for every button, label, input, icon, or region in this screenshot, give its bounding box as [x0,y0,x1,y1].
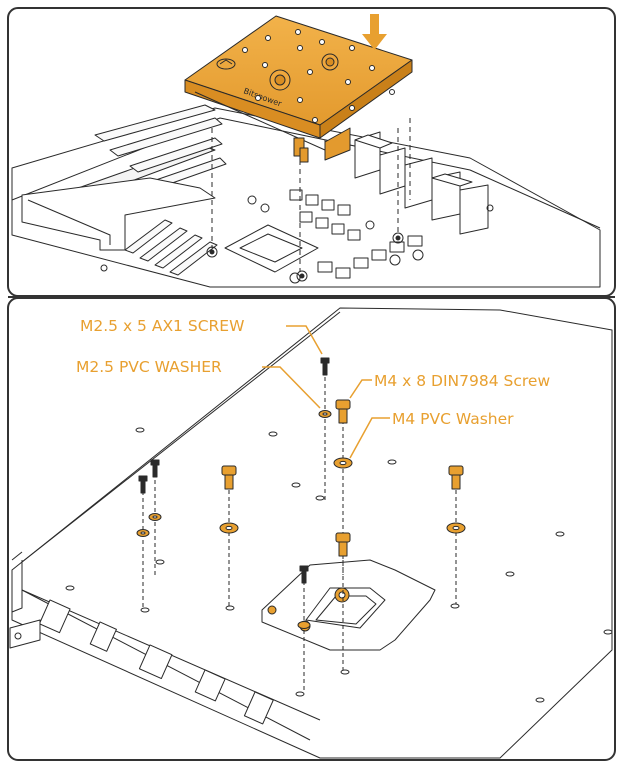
m25-screws [138,357,330,584]
backplate-board [11,307,613,759]
top-panel: Bitspower [11,15,601,288]
bitspower-logo-icon [216,58,236,70]
bottom-panel [9,307,613,759]
m4-washers [219,457,466,534]
screw-axis-lines [142,370,457,692]
m25-washers [136,410,332,629]
down-arrow-icon [362,14,387,50]
ram-slots [124,219,218,276]
edge-connectors [38,599,274,725]
cpu-waterblock: Bitspower [184,15,413,163]
board-holes [65,427,613,703]
alignment-guides [211,118,411,272]
board-standoffs [100,204,494,282]
m4-screw-callout: M4 x 8 DIN7984 Screw [374,372,550,390]
io-components [354,131,489,235]
pcie-slots [94,104,227,189]
cpu-socket [224,224,319,273]
m4-screws [221,399,464,557]
m4-washer-callout: M4 PVC Washer [392,410,514,428]
vrm-components [247,189,424,284]
m25-screw-callout: M2.5 x 5 AX1 SCREW [80,317,244,335]
m25-washer-callout: M2.5 PVC WASHER [76,358,222,376]
callouts: M2.5 x 5 AX1 SCREW M2.5 PVC WASHER M4 x … [76,317,550,459]
